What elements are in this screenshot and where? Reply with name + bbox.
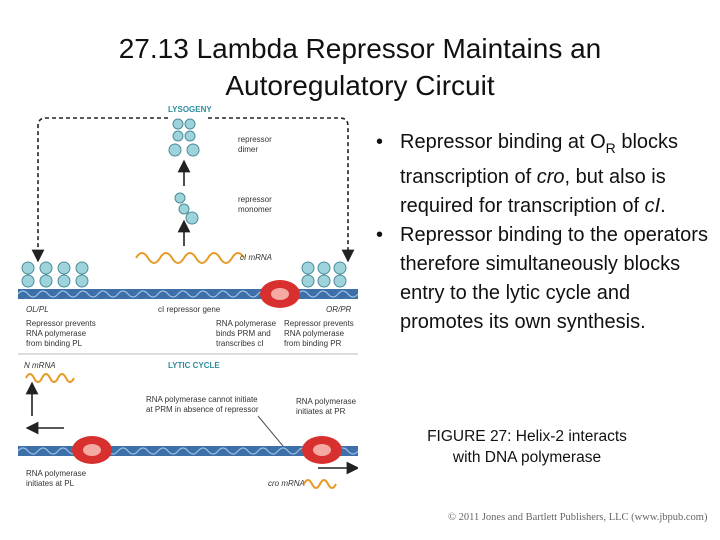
svg-text:RNA polymerase cannot initiate: RNA polymerase cannot initiate	[146, 395, 258, 404]
svg-text:at PRM in absence of repressor: at PRM in absence of repressor	[146, 405, 259, 414]
rna-polymerase-bottom-right-icon	[302, 436, 342, 464]
slide-title: 27.13 Lambda Repressor Maintains an Auto…	[60, 30, 660, 104]
lytic-cycle-label: LYTIC CYCLE	[168, 361, 220, 370]
left-dashed-arrow	[31, 117, 168, 263]
repressor-monomer-label-2: monomer	[238, 205, 272, 214]
ci-gene-label: cI repressor gene	[158, 305, 221, 314]
svg-text:initiates at PL: initiates at PL	[26, 479, 75, 488]
initiates-pl-label: RNA polymerase initiates at PL	[26, 469, 87, 488]
right-description: Repressor prevents RNA polymerase from b…	[284, 319, 354, 348]
ci-mrna-label: cI mRNA	[240, 253, 272, 262]
bullet-dot: •	[376, 131, 384, 153]
left-description: Repressor prevents RNA polymerase from b…	[26, 319, 96, 348]
repressor-dimer-label-2: dimer	[238, 145, 258, 154]
svg-text:RNA polymerase: RNA polymerase	[284, 329, 345, 338]
ci-mrna-strand	[135, 252, 245, 264]
dna-top-helix	[18, 290, 358, 298]
rna-polymerase-bottom-left-icon	[72, 436, 112, 464]
pointer-line	[257, 415, 284, 447]
bullet-dot: •	[376, 224, 384, 246]
svg-text:RNA polymerase: RNA polymerase	[296, 397, 357, 406]
n-mrna-label: N mRNA	[24, 361, 56, 370]
svg-text:from binding PL: from binding PL	[26, 339, 83, 348]
copyright-notice: © 2011 Jones and Bartlett Publishers, LL…	[448, 512, 708, 523]
svg-text:binds PRM and: binds PRM and	[216, 329, 271, 338]
repressor-dimer-label-1: repressor	[238, 135, 272, 144]
repressor-dimer-icon	[168, 118, 200, 157]
svg-text:from binding PR: from binding PR	[284, 339, 342, 348]
repressors-right-icon	[301, 261, 347, 288]
svg-text:Repressor prevents: Repressor prevents	[284, 319, 354, 328]
repressor-monomer-label-1: repressor	[238, 195, 272, 204]
ol-pl-label: OL/PL	[26, 305, 49, 314]
svg-text:transcribes cI: transcribes cI	[216, 339, 264, 348]
svg-text:initiates at PR: initiates at PR	[296, 407, 346, 416]
repressor-monomer-icon	[174, 192, 199, 225]
initiates-pr-label: RNA polymerase initiates at PR	[296, 397, 357, 416]
cro-mrna-strand	[303, 479, 337, 489]
svg-text:RNA polymerase: RNA polymerase	[26, 329, 87, 338]
lysogeny-label: LYSOGENY	[168, 106, 212, 114]
cro-mrna-label: cro mRNA	[268, 479, 305, 488]
n-mrna-strand	[25, 373, 75, 383]
lysogeny-panel	[18, 106, 358, 351]
cannot-initiate-label: RNA polymerase cannot initiate at PRM in…	[146, 395, 259, 414]
mid-description: RNA polymerase binds PRM and transcribes…	[216, 319, 277, 348]
svg-text:RNA polymerase: RNA polymerase	[26, 469, 87, 478]
repressors-left-icon	[21, 261, 89, 288]
svg-text:RNA polymerase: RNA polymerase	[216, 319, 277, 328]
bullet-list: • Repressor binding at OR blocks transcr…	[370, 128, 718, 337]
bullet-item-1: • Repressor binding at OR blocks transcr…	[370, 128, 718, 221]
or-pr-label: OR/PR	[326, 305, 352, 314]
title-line-1: 27.13 Lambda Repressor Maintains an	[118, 33, 602, 64]
lambda-diagram: LYSOGENY repressor dimer repressor monom…	[18, 106, 358, 489]
title-line-2: Autoregulatory Circuit	[225, 70, 495, 101]
rna-polymerase-top-icon	[260, 280, 300, 308]
bullet-item-2: • Repressor binding to the operators the…	[370, 221, 718, 337]
svg-text:Repressor prevents: Repressor prevents	[26, 319, 96, 328]
figure-caption: FIGURE 27: Helix-2 interacts with DNA po…	[427, 428, 627, 466]
